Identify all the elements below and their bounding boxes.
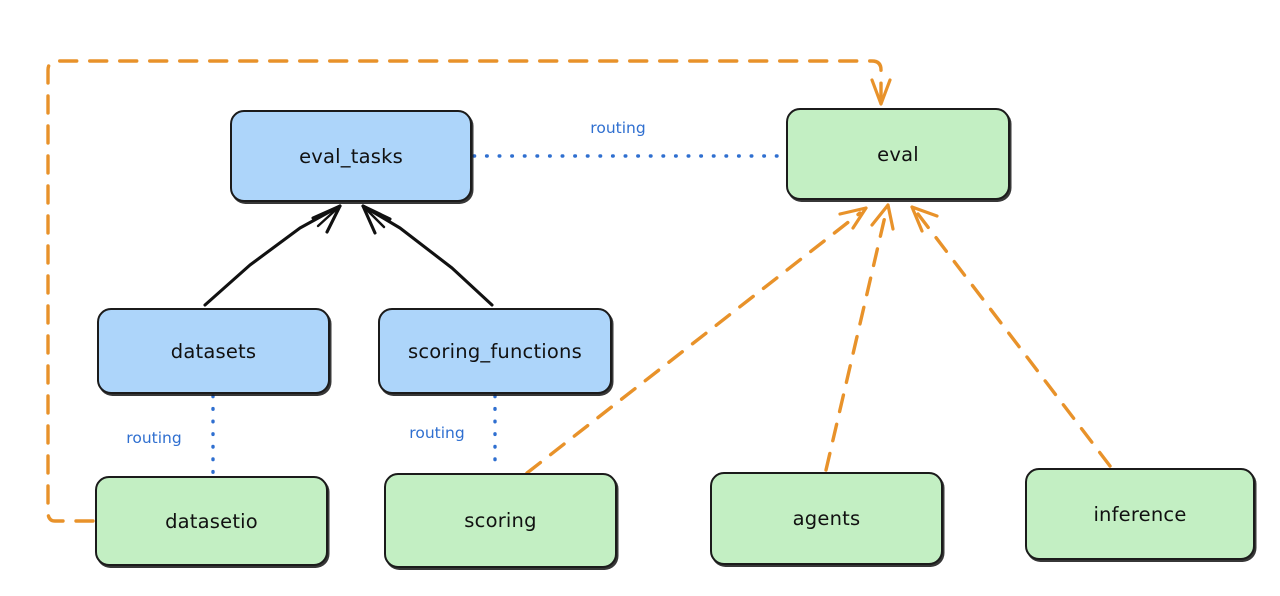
node-label: scoring	[464, 509, 537, 532]
node-label: agents	[792, 507, 861, 530]
node-label: datasetio	[165, 509, 258, 533]
node-label: scoring_functions	[408, 339, 582, 363]
node-label: eval	[877, 142, 919, 166]
node-datasets[interactable]: datasets	[97, 308, 330, 394]
node-eval-tasks[interactable]: eval_tasks	[230, 110, 472, 202]
edge-dependency-datasetio-to-eval	[46, 59, 892, 523]
node-datasetio[interactable]: datasetio	[95, 476, 328, 566]
node-eval[interactable]: eval	[786, 108, 1010, 200]
node-inference[interactable]: inference	[1025, 468, 1255, 560]
edge-dependency-inference-to-eval	[910, 205, 1112, 468]
node-agents[interactable]: agents	[710, 472, 943, 565]
node-scoring-functions[interactable]: scoring_functions	[378, 308, 612, 394]
edge-datasets-to-eval-tasks	[203, 204, 342, 307]
edge-label-routing-datasets: routing	[126, 429, 182, 447]
edge-dependency-scoring-to-eval	[525, 206, 868, 475]
edge-label-routing-scoring-functions: routing	[409, 424, 465, 442]
node-label: inference	[1093, 502, 1187, 526]
edge-label-routing-eval: routing	[590, 119, 646, 137]
node-label: eval_tasks	[299, 144, 403, 168]
edge-scoring-functions-to-eval-tasks	[361, 204, 494, 307]
edge-dependency-agents-to-eval	[824, 203, 895, 472]
node-label: datasets	[170, 339, 257, 363]
node-scoring[interactable]: scoring	[384, 473, 617, 568]
